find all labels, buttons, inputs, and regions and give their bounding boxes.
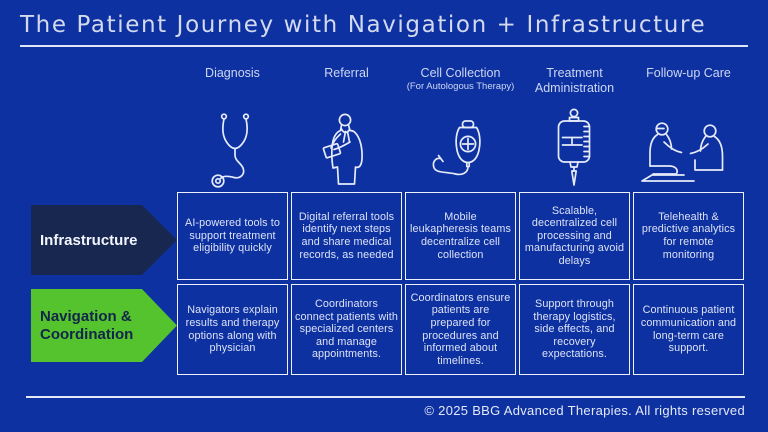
- iv-drip-bag-icon: [551, 108, 597, 190]
- stage-label: Follow-up Care: [646, 66, 731, 80]
- row-label-navigation-coordination: Navigation & Coordination: [31, 289, 177, 362]
- page-title: The Patient Journey with Navigation + In…: [20, 12, 707, 38]
- stethoscope-icon: [208, 112, 260, 190]
- table-cell-infrastructure-referral: Digital referral tools identify next ste…: [291, 192, 402, 280]
- stage-label: Referral: [324, 66, 369, 80]
- title-underline: [20, 45, 748, 47]
- stage-headers: Diagnosis Referral Cell Collection (For …: [177, 66, 744, 97]
- table-cell-infrastructure-cell-collection: Mobile leukapheresis teams decentralize …: [405, 192, 516, 280]
- table-cell-infrastructure-diagnosis: AI-powered tools to support treatment el…: [177, 192, 288, 280]
- table-cell-infrastructure-treatment: Scalable, decentralized cell processing …: [519, 192, 630, 280]
- apheresis-bag-icon: [426, 118, 494, 190]
- table-cell-navigation-referral: Coordinators connect patients with speci…: [291, 284, 402, 375]
- stage-label: Treatment Administration: [534, 66, 615, 95]
- stage-header-treatment-administration: Treatment Administration: [519, 66, 630, 97]
- stage-label: Cell Collection: [420, 66, 501, 80]
- doctor-patient-consult-icon: [639, 118, 735, 190]
- table-cell-infrastructure-follow-up: Telehealth & predictive analytics for re…: [633, 192, 744, 280]
- row-label-text: Navigation & Coordination: [40, 308, 134, 343]
- stage-icons: [177, 104, 744, 190]
- table-cell-navigation-follow-up: Continuous patient communication and lon…: [633, 284, 744, 375]
- journey-table: AI-powered tools to support treatment el…: [177, 192, 744, 375]
- stage-header-follow-up-care: Follow-up Care: [633, 66, 744, 97]
- row-label-infrastructure: Infrastructure: [31, 205, 177, 275]
- table-cell-navigation-treatment: Support through therapy logistics, side …: [519, 284, 630, 375]
- referral-doctor-icon: [320, 112, 374, 190]
- row-label-text: Infrastructure: [40, 231, 138, 249]
- stage-header-cell-collection: Cell Collection (For Autologous Therapy): [405, 66, 516, 97]
- stage-header-diagnosis: Diagnosis: [177, 66, 288, 97]
- table-cell-navigation-cell-collection: Coordinators ensure patients are prepare…: [405, 284, 516, 375]
- footer-divider: [26, 396, 745, 398]
- table-cell-navigation-diagnosis: Navigators explain results and therapy o…: [177, 284, 288, 375]
- stage-label: Diagnosis: [205, 66, 260, 80]
- stage-header-referral: Referral: [291, 66, 402, 97]
- copyright-text: © 2025 BBG Advanced Therapies. All right…: [424, 403, 745, 418]
- stage-sublabel: (For Autologous Therapy): [406, 81, 515, 92]
